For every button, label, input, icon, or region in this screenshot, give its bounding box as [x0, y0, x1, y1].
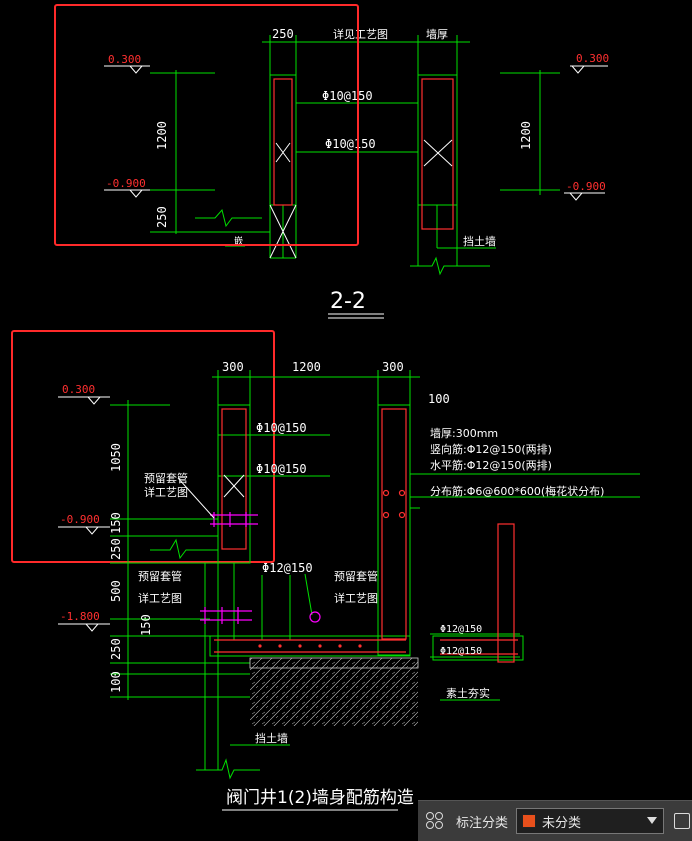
valve-well-section: [110, 370, 640, 780]
rebar-dots: [258, 644, 362, 648]
dim-250: 250: [272, 27, 294, 41]
elev-marker: [58, 623, 110, 632]
category-selected-value: 未分类: [542, 814, 582, 830]
category-select[interactable]: 未分类: [516, 808, 665, 834]
rebar-label: Φ12@150: [440, 624, 482, 635]
section-title: 2-2: [330, 289, 366, 314]
base-slab-rebar: [214, 408, 518, 663]
annotation-toolbar: 标注分类 未分类: [418, 800, 692, 841]
sleeve-label: 详工艺图: [334, 591, 378, 605]
label-retaining-wall: 挡土墙: [463, 234, 496, 248]
sleeve-label: 预留套管: [138, 569, 182, 583]
dim-1050: 1050: [109, 443, 123, 472]
rebar-label: Φ10@150: [325, 137, 376, 151]
dim-300b: 300: [382, 360, 404, 374]
opening-cross-marks: [269, 139, 453, 259]
opening-cross-marks: [177, 474, 245, 519]
wall-spec: 竖向筋:Φ12@150(两排): [430, 442, 552, 456]
elev-marker: [58, 526, 110, 535]
dim-250-left: 250: [155, 206, 169, 228]
elev-marker: [564, 192, 605, 201]
elev-0900: -0.900: [60, 513, 100, 526]
rebar-label: Φ12@150: [262, 561, 313, 575]
elev-0300: 0.300: [62, 383, 95, 396]
dim-250a: 250: [109, 538, 123, 560]
rebar-label: Φ10@150: [256, 421, 307, 435]
rebar-label: Φ10@150: [256, 462, 307, 476]
label-sleeve-detail: 详见工艺图: [333, 27, 388, 41]
chevron-down-icon: [647, 817, 658, 824]
sleeve-label: 详工艺图: [138, 591, 182, 605]
dim-100v: 100: [109, 671, 123, 693]
elev-marker: [104, 189, 150, 198]
rebar-label: Φ12@150: [440, 646, 482, 657]
wall-spec: 水平筋:Φ12@150(两排): [430, 458, 552, 472]
rebar-label: Φ10@150: [322, 89, 373, 103]
wall-spec: 分布筋:Φ6@600*600(梅花状分布): [430, 484, 604, 498]
section-2-2: [150, 35, 560, 276]
section-2-2-rebar: [273, 78, 454, 230]
highlight-box-bottom: [11, 330, 275, 563]
dim-500: 500: [109, 580, 123, 602]
label-soil: 素土夯实: [446, 686, 490, 700]
dim-300a: 300: [222, 360, 244, 374]
sleeve-label: 预留套管: [144, 471, 188, 485]
elev-bottom-left: -0.900: [106, 177, 146, 190]
elev-marker: [570, 65, 608, 74]
dim-1200-left: 1200: [155, 121, 169, 150]
dim-150b: 150: [139, 614, 153, 636]
dim-1200-right: 1200: [519, 121, 533, 150]
elev-1800: -1.800: [60, 610, 100, 623]
drawing-title: 阀门井1(2)墙身配筋构造: [226, 788, 414, 808]
dim-1200: 1200: [292, 360, 321, 374]
edit-icon[interactable]: [674, 813, 691, 829]
label-retaining-wall: 挡土墙: [255, 731, 288, 745]
elev-top-right: 0.300: [576, 52, 609, 65]
elev-top-left: 0.300: [108, 53, 141, 66]
elev-marker: [104, 65, 150, 74]
wall-spec: 墙厚:300mm: [430, 426, 498, 440]
elev-bottom-right: -0.900: [566, 180, 606, 193]
pipe-sleeve: [210, 512, 258, 527]
sleeve-label: 详工艺图: [144, 485, 188, 499]
annotation-category-label: 标注分类: [456, 814, 509, 830]
dim-150a: 150: [109, 512, 123, 534]
label-wall-thick: 墙厚: [426, 27, 448, 41]
label-stub: 嵌: [234, 236, 243, 247]
pipe-sleeve: [200, 607, 252, 624]
elev-marker: [58, 396, 110, 405]
grid-icon[interactable]: [426, 812, 444, 830]
pipe-sleeve: [309, 611, 321, 623]
soil-hatch: [250, 658, 418, 726]
category-color-swatch: [522, 814, 537, 828]
dim-250b: 250: [109, 638, 123, 660]
highlight-box-top: [54, 4, 359, 246]
blinding-layer: [249, 657, 419, 669]
sleeve-label: 预留套管: [334, 569, 378, 583]
dim-100: 100: [428, 392, 450, 406]
